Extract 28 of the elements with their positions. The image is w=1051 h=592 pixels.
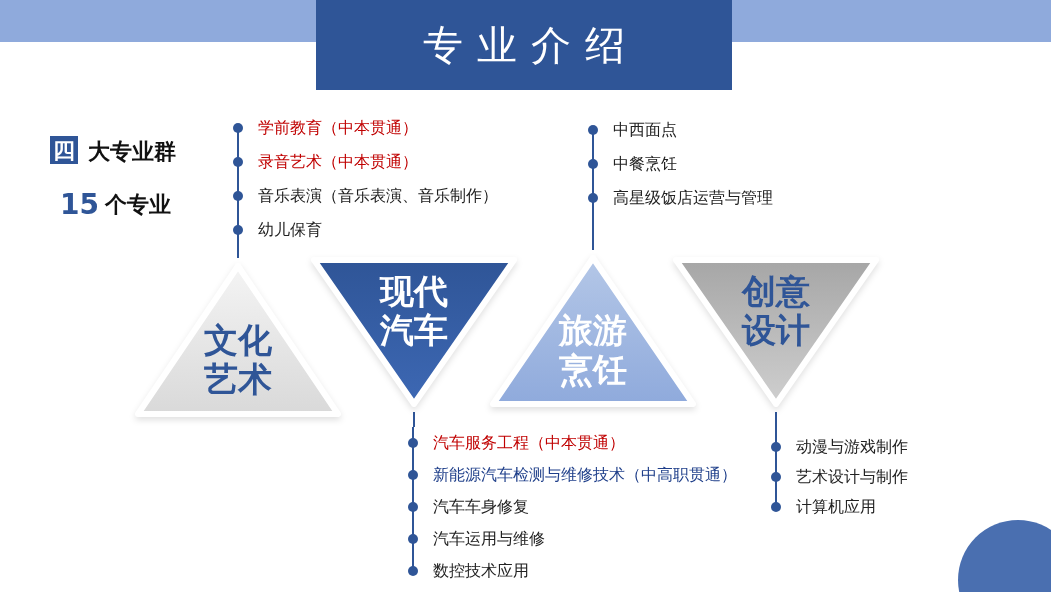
connector-line (413, 411, 415, 428)
major-name: 汽车服务工程（中本贯通） (433, 432, 625, 454)
category-title: 文化艺术 (203, 320, 273, 399)
major-name: 新能源汽车检测与维修技术（中高职贯通） (433, 464, 737, 486)
title-banner: 专业介绍 (316, 0, 732, 90)
major-name: 艺术设计与制作 (796, 466, 908, 488)
major-name: 学前教育（中本贯通） (258, 117, 418, 139)
major-name: 计算机应用 (796, 496, 876, 518)
connector-line (775, 411, 777, 433)
major-name: 高星级饭店运营与管理 (613, 187, 773, 209)
major-name: 中餐烹饪 (613, 153, 677, 175)
count-number: 15 (60, 187, 99, 223)
number-badge: 四 (50, 136, 78, 164)
major-name: 幼儿保育 (258, 219, 322, 241)
major-name: 音乐表演（音乐表演、音乐制作） (258, 185, 498, 207)
summary-text: 大专业群 (88, 138, 176, 166)
major-name: 汽车车身修复 (433, 496, 529, 518)
major-name: 数控技术应用 (433, 560, 529, 582)
summary-text: 个专业 (105, 191, 171, 219)
major-name: 汽车运用与维修 (433, 528, 545, 550)
major-name: 录音艺术（中本贯通） (258, 151, 418, 173)
major-name: 中西面点 (613, 119, 677, 141)
major-name: 动漫与游戏制作 (796, 436, 908, 458)
connector-line (237, 246, 239, 259)
connector-line (592, 214, 594, 251)
category-title: 创意设计 (740, 272, 811, 351)
category-title: 旅游烹饪 (557, 311, 628, 390)
category-title: 现代汽车 (378, 272, 449, 351)
